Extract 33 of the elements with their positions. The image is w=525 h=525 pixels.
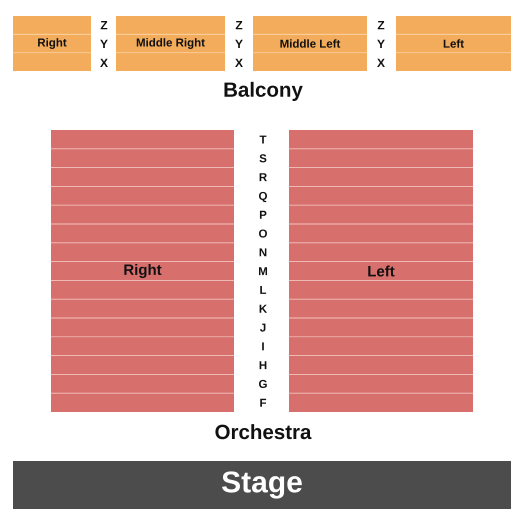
row-letter: Y (235, 40, 243, 48)
row-letter: G (259, 380, 267, 388)
row-letter: Q (259, 192, 267, 202)
row-letter: X (235, 58, 243, 67)
seating-section: Middle Right (116, 16, 225, 71)
seating-section: Right (51, 130, 234, 412)
seating-section: Middle Left (253, 16, 367, 71)
row-letter: Z (100, 21, 108, 30)
row-letter: F (260, 398, 266, 407)
row-letter: Y (377, 40, 385, 48)
row-letter: S (260, 154, 266, 162)
row-letter: P (260, 210, 266, 219)
row-letter: Y (100, 40, 108, 48)
row-letter: I (262, 342, 264, 350)
row-letter: T (260, 136, 266, 144)
row-letter: K (260, 304, 268, 313)
row-letter: M (258, 267, 268, 276)
section-heading: Orchestra (215, 424, 312, 440)
row-letter: L (260, 286, 266, 294)
row-letter: O (259, 229, 267, 238)
seating-section: Left (289, 130, 473, 412)
section-heading: Balcony (224, 82, 303, 101)
row-letter: Z (236, 21, 242, 30)
row-letter: R (260, 173, 267, 182)
row-letter: X (377, 58, 385, 67)
row-letter: Z (378, 21, 384, 30)
row-letter: X (100, 58, 108, 67)
stage-block: Stage (13, 461, 511, 509)
seating-section: Right (13, 16, 91, 71)
row-letter: N (260, 248, 266, 256)
row-letter: J (260, 324, 266, 332)
row-letter: H (260, 361, 266, 370)
seating-section: Left (396, 16, 511, 71)
